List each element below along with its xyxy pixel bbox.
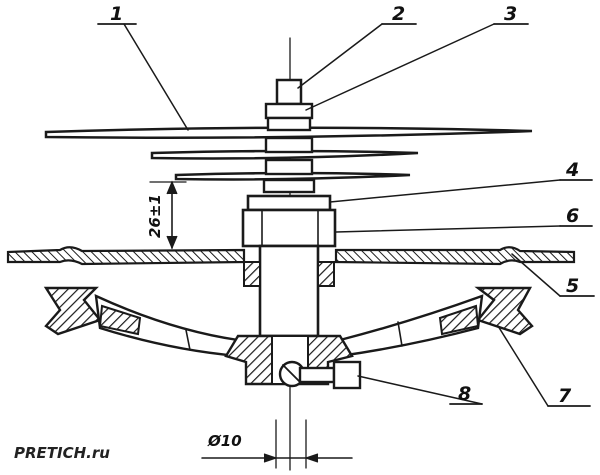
disc-top: [44, 126, 533, 139]
label-part-5: 5: [566, 275, 579, 297]
label-part-2: 2: [392, 3, 405, 25]
height-dimension: [149, 180, 187, 250]
diameter-dimension-text: Ø10: [207, 432, 242, 450]
label-part-6: 6: [566, 205, 579, 227]
hub-side-left: [243, 261, 261, 287]
leader-lines: [97, 23, 595, 407]
height-dimension-text: 26±1: [146, 194, 164, 238]
diameter-dimension: [201, 419, 353, 469]
label-part-7: 7: [558, 385, 572, 407]
hub-side-right: [317, 261, 335, 287]
watermark-text: PRETICH.ru: [14, 444, 110, 462]
set-screw: [278, 360, 362, 390]
bushing-part6: [241, 208, 337, 248]
disc-stack: [44, 126, 533, 181]
base-plate: [6, 246, 246, 266]
washer-part4: [246, 194, 332, 212]
washer-stack: [262, 102, 316, 194]
bolt-head: [275, 78, 303, 106]
hub-shaft: [258, 244, 320, 338]
disc-lower: [174, 171, 411, 181]
base-plate-right: [334, 246, 576, 266]
label-part-1: 1: [110, 3, 123, 25]
disc-middle: [150, 149, 419, 160]
label-part-4: 4: [565, 159, 579, 181]
label-part-8: 8: [458, 383, 471, 405]
label-part-3: 3: [504, 3, 517, 25]
